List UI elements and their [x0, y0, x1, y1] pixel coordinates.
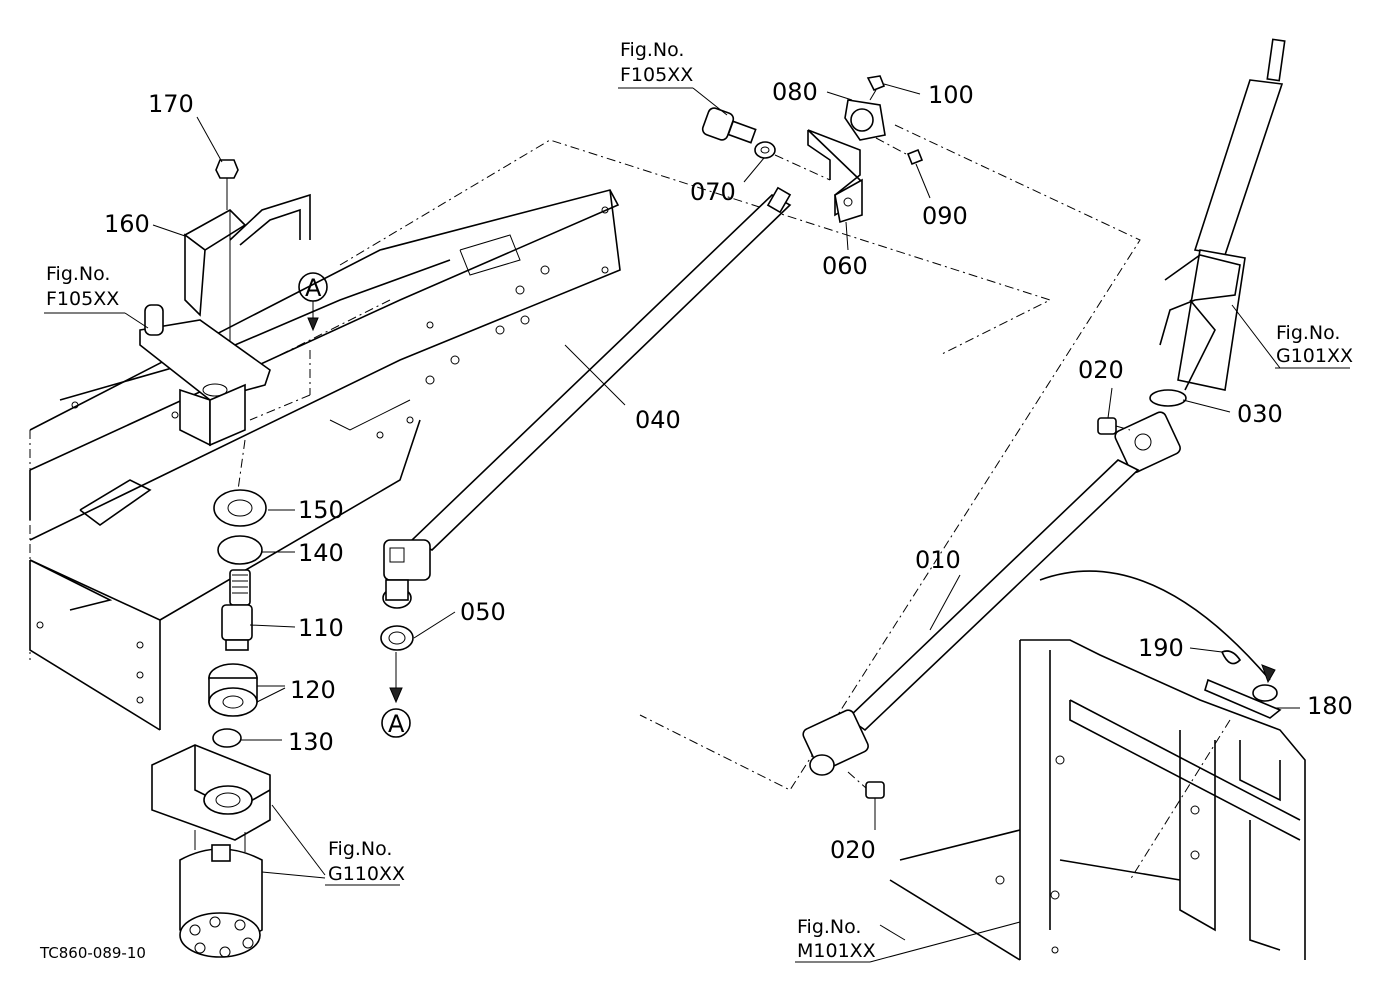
fig-ref-g110-title: Fig.No.	[328, 838, 392, 860]
fig-ref-g101-code: G101XX	[1276, 345, 1353, 367]
label-120: 120	[290, 676, 336, 704]
frame-assembly	[29, 139, 1052, 731]
fig-ref-g110-code: G110XX	[328, 863, 405, 885]
label-030: 030	[1237, 400, 1283, 428]
label-060: 060	[822, 252, 868, 280]
fig-ref-g101-title: Fig.No.	[1276, 322, 1340, 344]
label-180: 180	[1307, 692, 1353, 720]
bracket-160	[183, 193, 311, 317]
mount-plate	[139, 304, 271, 447]
bolt-170	[215, 159, 239, 345]
fig-ref-m101-title: Fig.No.	[797, 916, 861, 938]
label-170: 170	[148, 90, 194, 118]
label-010: 010	[915, 546, 961, 574]
leader-lines	[44, 83, 1350, 963]
label-040: 040	[635, 406, 681, 434]
fig-ref-f105-left-title: Fig.No.	[46, 263, 110, 285]
lower-shaft-stack	[208, 439, 267, 748]
cab-panel	[889, 570, 1306, 961]
label-130: 130	[288, 728, 334, 756]
fig-ref-f105-top-title: Fig.No.	[620, 39, 684, 61]
marker-a-upper: A	[305, 274, 322, 302]
label-100: 100	[928, 81, 974, 109]
label-020-lower: 020	[830, 836, 876, 864]
steering-column	[1149, 38, 1286, 407]
label-110: 110	[298, 614, 344, 642]
label-140: 140	[298, 539, 344, 567]
steering-valve	[151, 744, 271, 958]
fig-ref-f105-left-code: F105XX	[46, 288, 119, 310]
drawing-code: TC860-089-10	[39, 944, 146, 962]
fig-ref-m101-code: M101XX	[797, 940, 876, 962]
marker-a-lower: A	[388, 710, 405, 738]
label-160: 160	[104, 210, 150, 238]
label-050: 050	[460, 598, 506, 626]
label-150: 150	[298, 496, 344, 524]
part-labels: 170 160 150 140 110 120 130 040 050 070 …	[104, 78, 1353, 864]
upper-mount-group	[701, 75, 924, 224]
label-020-upper: 020	[1078, 356, 1124, 384]
label-080: 080	[772, 78, 818, 106]
figure-references: Fig.No. F105XX Fig.No. F105XX Fig.No. G1…	[46, 39, 1353, 962]
label-190: 190	[1138, 634, 1184, 662]
shaft-040	[380, 186, 792, 704]
label-070: 070	[690, 178, 736, 206]
fig-ref-f105-top-code: F105XX	[620, 64, 693, 86]
label-090: 090	[922, 202, 968, 230]
shaft-010	[802, 411, 1181, 799]
